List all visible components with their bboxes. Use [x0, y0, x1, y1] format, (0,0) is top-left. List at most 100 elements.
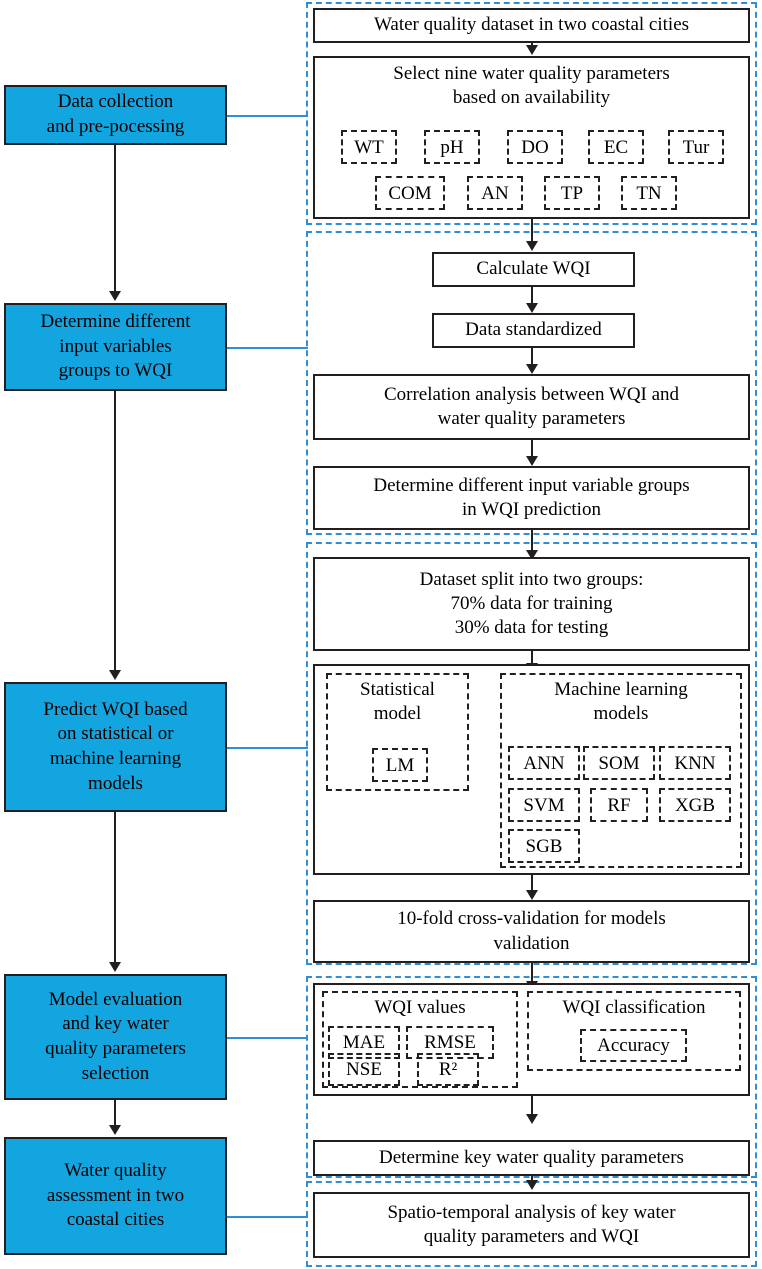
stage-line: coastal cities: [66, 1209, 165, 1231]
box-correlation-analysis[interactable]: Correlation analysis between WQI and wat…: [313, 374, 750, 440]
box-line: 70% data for training: [450, 592, 613, 614]
chip-label: NSE: [346, 1059, 382, 1080]
stage-line: Data collection: [57, 91, 174, 113]
link-stage3-group3: [227, 747, 308, 749]
subgroup-title-line: Machine learning: [554, 679, 688, 700]
chip-label: RMSE: [424, 1032, 476, 1053]
arrow-evaluation-determine-key: [526, 1114, 538, 1124]
box-line: Select nine water quality parameters: [393, 63, 670, 84]
arrow-calculate-standardize: [526, 303, 538, 313]
param-chip-tn[interactable]: TN: [621, 176, 677, 210]
model-chip-sgb[interactable]: SGB: [508, 829, 580, 863]
arrow-standardize-correlation: [526, 364, 538, 374]
box-evaluation-container: [313, 983, 750, 1096]
stage-line: and pre-pocessing: [46, 116, 185, 137]
param-chip-do[interactable]: DO: [507, 130, 563, 164]
box-spatio-temporal-analysis[interactable]: Spatio-temporal analysis of key water qu…: [313, 1192, 750, 1258]
connector-group3-group4: [531, 963, 533, 981]
stage-box-model-evaluation[interactable]: Model evaluation and key water quality p…: [4, 974, 227, 1100]
box-select-parameters[interactable]: Select nine water quality parameters bas…: [313, 56, 750, 219]
stage-box-data-collection[interactable]: Data collection and pre-pocessing: [4, 85, 227, 145]
stage-box-input-variables[interactable]: Determine different input variables grou…: [4, 303, 227, 391]
param-chip-tur[interactable]: Tur: [668, 130, 724, 164]
box-line: water quality parameters: [437, 408, 626, 429]
box-label: Water quality dataset in two coastal cit…: [373, 14, 690, 36]
connector-group2-group3: [531, 530, 533, 550]
link-stage4-group4: [227, 1037, 308, 1039]
subgroup-machine-learning-models[interactable]: Machine learning models: [500, 673, 742, 868]
connector-stage1-stage2: [114, 145, 116, 291]
metric-chip-nse[interactable]: NSE: [328, 1053, 400, 1086]
chip-label: TP: [560, 182, 584, 204]
link-stage1-group1: [227, 115, 308, 117]
metric-chip-rmse[interactable]: RMSE: [406, 1026, 494, 1059]
chip-label: COM: [388, 182, 432, 204]
arrow-stage4-stage5: [109, 1125, 121, 1135]
chip-label: AN: [481, 182, 509, 204]
model-chip-xgb[interactable]: XGB: [659, 788, 731, 822]
subgroup-title: WQI values: [374, 997, 466, 1018]
param-chip-tp[interactable]: TP: [544, 176, 600, 210]
chip-label: R²: [438, 1059, 458, 1080]
subgroup-wqi-classification[interactable]: WQI classification: [527, 991, 741, 1071]
box-water-quality-dataset[interactable]: Water quality dataset in two coastal cit…: [313, 8, 750, 43]
box-line: Dataset split into two groups:: [419, 568, 644, 590]
stage-line: on statistical or: [57, 723, 174, 745]
chip-label: WT: [354, 136, 384, 158]
box-line: Spatio-temporal analysis of key water: [387, 1201, 676, 1223]
metric-chip-mae[interactable]: MAE: [328, 1026, 400, 1059]
chip-label: SOM: [598, 752, 640, 774]
link-stage2-group2: [227, 347, 308, 349]
model-chip-rf[interactable]: RF: [590, 788, 648, 822]
stage-line: Predict WQI based: [43, 698, 188, 720]
chip-label: XGB: [674, 794, 716, 816]
param-chip-an[interactable]: AN: [467, 176, 523, 210]
model-chip-ann[interactable]: ANN: [508, 746, 580, 780]
connector-stage2-stage3: [114, 391, 116, 670]
box-line: Determine different input variable group…: [373, 474, 690, 496]
subgroup-title-line: model: [373, 702, 422, 724]
chip-label: Accuracy: [597, 1035, 670, 1056]
connector-correlation-determine: [531, 440, 533, 456]
stage-line: input variables: [59, 335, 172, 357]
stage-line: groups to WQI: [58, 360, 173, 382]
subgroup-statistical-model[interactable]: Statistical model: [326, 673, 469, 791]
chip-label: ANN: [523, 752, 565, 774]
box-line: Correlation analysis between WQI and: [383, 383, 680, 405]
stage-box-assessment[interactable]: Water quality assessment in two coastal …: [4, 1137, 227, 1255]
box-data-standardized[interactable]: Data standardized: [432, 313, 635, 348]
metric-chip-accuracy[interactable]: Accuracy: [580, 1029, 687, 1062]
model-chip-knn[interactable]: KNN: [659, 746, 731, 780]
box-dataset-split[interactable]: Dataset split into two groups: 70% data …: [313, 557, 750, 651]
param-chip-ph[interactable]: pH: [424, 130, 480, 164]
model-chip-svm[interactable]: SVM: [508, 788, 580, 822]
param-chip-wt[interactable]: WT: [341, 130, 397, 164]
box-calculate-wqi[interactable]: Calculate WQI: [432, 252, 635, 287]
chip-label: SGB: [525, 835, 563, 857]
connector-calculate-standardize: [531, 287, 533, 303]
box-label: Calculate WQI: [476, 258, 591, 280]
subgroup-wqi-values[interactable]: WQI values: [322, 991, 518, 1088]
chip-label: EC: [603, 136, 629, 158]
metric-chip-r2[interactable]: R²: [417, 1053, 479, 1086]
arrow-group2-group3: [526, 550, 538, 560]
box-line: based on availability: [452, 87, 611, 109]
connector-split-models: [531, 651, 533, 663]
arrow-dataset-to-select: [526, 45, 538, 55]
connector-evaluation-determine-key: [531, 1096, 533, 1114]
connector-models-crossval: [531, 875, 533, 890]
param-chip-com[interactable]: COM: [375, 176, 445, 210]
box-cross-validation[interactable]: 10-fold cross-validation for models vali…: [313, 900, 750, 963]
arrow-models-crossval: [526, 890, 538, 900]
box-determine-input-groups[interactable]: Determine different input variable group…: [313, 466, 750, 530]
stage-box-predict-wqi[interactable]: Predict WQI based on statistical or mach…: [4, 682, 227, 812]
model-chip-lm[interactable]: LM: [372, 748, 428, 782]
connector-group4-group5: [531, 1176, 533, 1182]
box-determine-key-parameters[interactable]: Determine key water quality parameters: [313, 1140, 750, 1176]
box-line: in WQI prediction: [462, 499, 601, 520]
subgroup-title: WQI classification: [562, 997, 706, 1018]
model-chip-som[interactable]: SOM: [583, 746, 655, 780]
subgroup-title-line: models: [593, 702, 649, 724]
param-chip-ec[interactable]: EC: [588, 130, 644, 164]
